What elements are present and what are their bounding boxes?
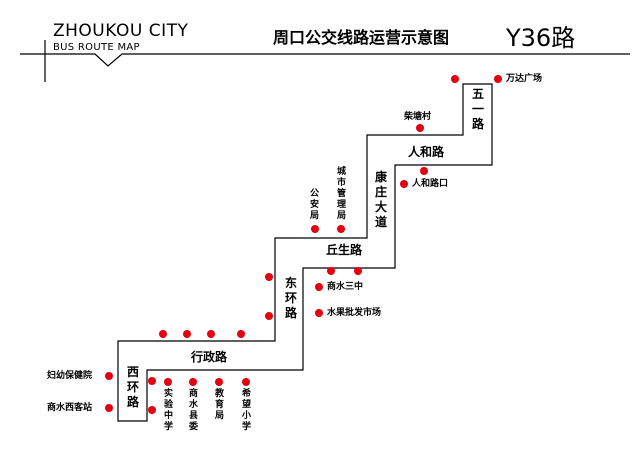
route-name: Y36路 <box>506 24 576 52</box>
stop-dot <box>148 377 156 385</box>
stop-dot <box>183 330 191 338</box>
stop-dot <box>354 267 362 275</box>
stop-label-renhelukou: 人和路口 <box>412 179 449 189</box>
stop-label-xiwang: 希望小学 <box>241 389 251 432</box>
stop-dot <box>494 75 502 83</box>
stop-dot <box>265 312 273 320</box>
road-donghuan: 东环路 <box>284 276 297 320</box>
stop-label-xianwei: 商水县委 <box>188 389 198 432</box>
stop-label-shiyan: 实验中学 <box>163 389 173 432</box>
road-wuyi: 五一路 <box>471 87 484 131</box>
stop-dot <box>242 378 250 386</box>
stop-dots <box>105 75 502 414</box>
stop-dot <box>337 225 345 233</box>
stop-dot <box>311 225 319 233</box>
stop-dot <box>215 378 223 386</box>
stop-dot <box>164 378 172 386</box>
road-kangzhuang: 康庄大道 <box>374 170 387 229</box>
stop-dot <box>400 180 408 188</box>
stop-label-chaitang: 柴塘村 <box>404 112 432 122</box>
logo-city: ZHOUKOU CITY <box>53 21 189 41</box>
logo-subtitle: BUS ROUTE MAP <box>53 42 140 53</box>
road-renhe: 人和路 <box>408 145 445 159</box>
stop-dot <box>105 404 113 412</box>
stop-dot <box>315 309 323 317</box>
stop-dot <box>420 167 428 175</box>
stop-dot <box>148 406 156 414</box>
stop-dot <box>207 330 215 338</box>
stop-label-fuyou: 妇幼保健院 <box>47 371 93 381</box>
road-xihuan: 西环路 <box>126 365 139 409</box>
stop-dot <box>189 378 197 386</box>
stop-dot <box>451 75 459 83</box>
stop-dot <box>265 273 273 281</box>
stop-dot <box>105 372 113 380</box>
stop-label-jiaoyu: 教育局 <box>214 389 224 421</box>
stop-dot <box>315 283 323 291</box>
stop-label-shangshui3: 商水三中 <box>327 282 364 292</box>
stop-dot <box>159 330 167 338</box>
logo-decoration <box>20 40 630 82</box>
stop-label-xikezhan: 商水西客站 <box>47 403 93 413</box>
road-qiusheng: 丘生路 <box>326 243 363 257</box>
road-xingzheng: 行政路 <box>191 350 228 364</box>
stop-label-gongan: 公安局 <box>309 189 319 221</box>
map-title: 周口公交线路运营示意图 <box>273 28 450 47</box>
stop-dot <box>237 330 245 338</box>
stop-label-wanda: 万达广场 <box>506 74 543 84</box>
stop-label-chengguan: 城市管理局 <box>336 167 346 221</box>
route-corridor <box>117 83 493 422</box>
stop-label-shuiguo: 水果批发市场 <box>327 308 382 318</box>
stop-dot <box>327 267 335 275</box>
stop-dot <box>416 124 424 132</box>
